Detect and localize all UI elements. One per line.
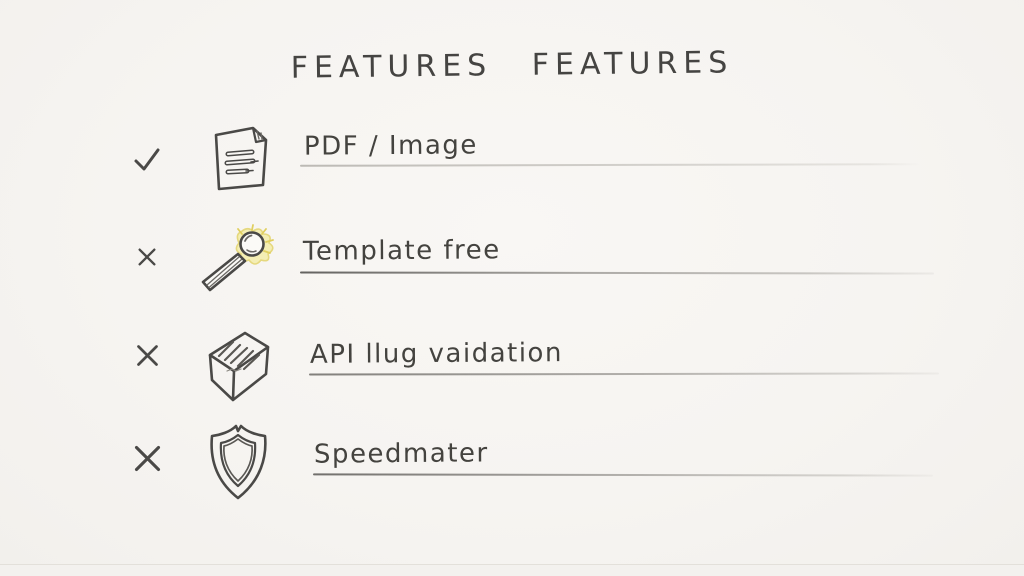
underline-rule [312, 473, 934, 477]
underline-rule [299, 271, 935, 275]
cross-icon [134, 342, 161, 369]
box-icon [201, 325, 275, 407]
cross-icon [136, 246, 158, 268]
feature-row-pdf-image: PDF / Image [0, 116, 1024, 206]
feature-label: PDF / Image [303, 130, 478, 162]
document-icon [200, 119, 280, 197]
feature-label: Speedmater [313, 438, 489, 470]
feature-label: API llug vaidation [309, 338, 563, 370]
cross-icon [131, 442, 164, 475]
underline-rule [308, 372, 940, 376]
check-icon [132, 146, 162, 173]
magnifier-icon [195, 224, 287, 298]
feature-row-template-free: Template free [0, 220, 1024, 310]
shield-icon [201, 419, 275, 503]
feature-row-speedmater: Speedmater [0, 416, 1024, 506]
underline-rule [299, 163, 921, 167]
page-title: FEATURES FEATURES [290, 45, 734, 86]
feature-label: Template free [302, 235, 501, 267]
feature-row-api-validation: API llug vaidation [0, 322, 1024, 412]
paper-edge [0, 564, 1024, 576]
